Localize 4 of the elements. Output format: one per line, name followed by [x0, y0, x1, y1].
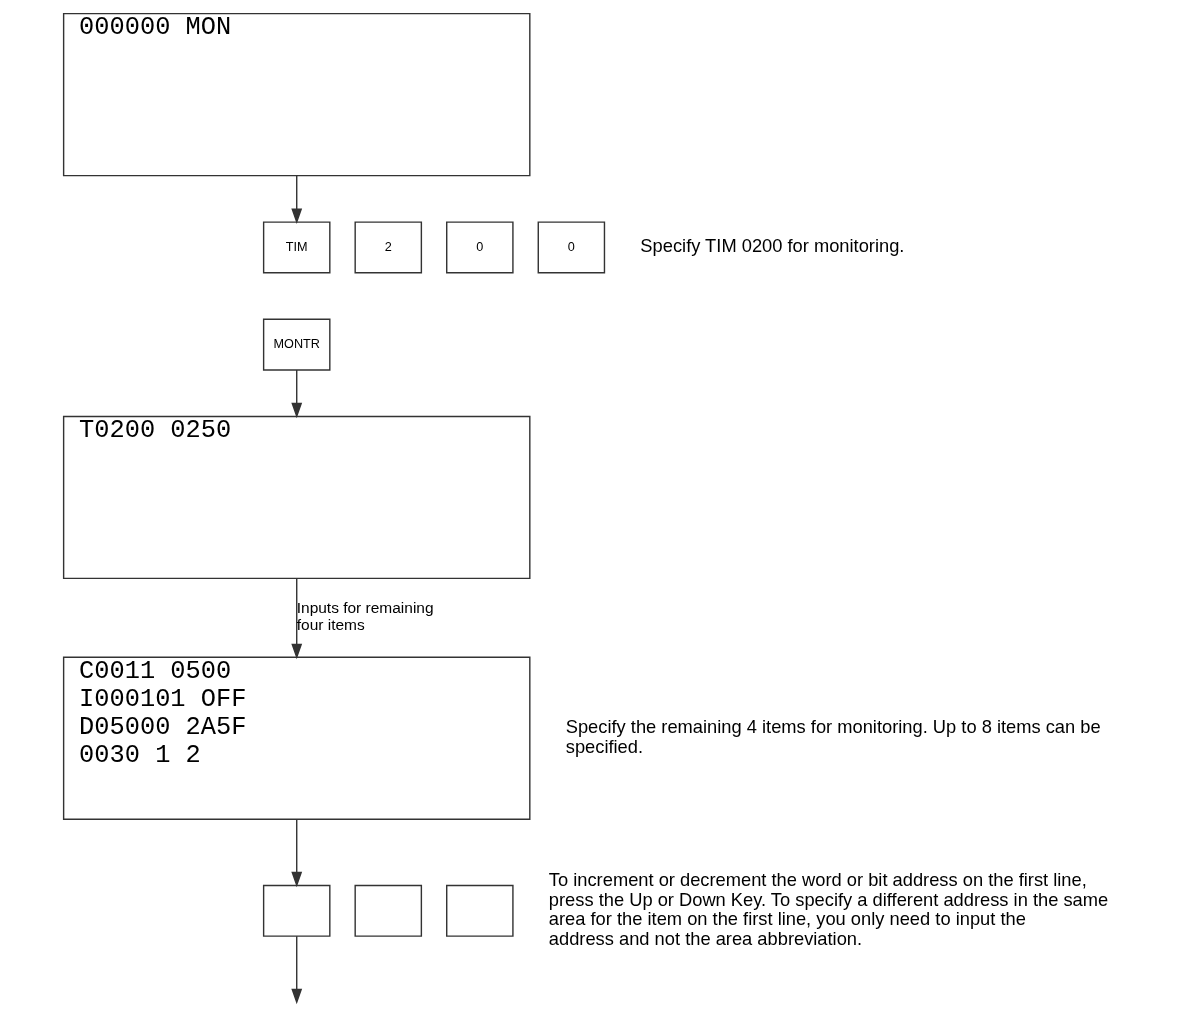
label: Specify TIM 0200 for monitoring.: [640, 235, 905, 257]
edge-label: Inputs for remaining four items: [296, 599, 434, 634]
label: Specify the remaining 4 items for monitoring. Up to 8 items can be specified.: [565, 716, 1101, 757]
label: To increment or decrement the word or bit address on the first line, press the Up or Down Key. To specify a different address in the same area for the item on the first line, you only need to input the address and not the area abbreviation.: [548, 869, 1109, 950]
